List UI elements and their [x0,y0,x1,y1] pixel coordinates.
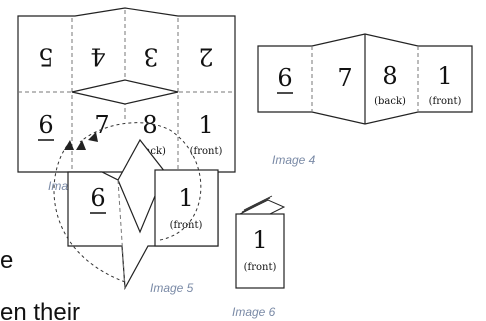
arrowhead-icon [88,132,98,142]
side-text-line-2: en their [0,299,80,321]
image4-page-8: 8 [382,62,397,90]
image3-front-label: (front) [190,146,223,157]
image6-front-label: (front) [244,262,277,273]
image3-bottom-page-1: 1 [198,111,213,139]
image3-top-page: 3 [143,43,158,71]
image3-top-page: 2 [198,43,213,71]
image6-page-edge [243,195,273,211]
arrow-arc-right [79,122,202,241]
image6-page-1: 1 [252,226,267,254]
image3-top-page: 4 [90,43,105,71]
image4-page-7: 7 [337,64,352,92]
image3-bottom-page-6: 6 [38,111,53,139]
image4-page-6: 6 [277,64,292,92]
image6-cover [235,213,285,289]
image4-sheet: 6 7 8 (back) 1 (front) Image 4 [257,33,473,167]
image6-caption: Image 6 [232,305,276,319]
image4-front-label: (front) [429,96,462,107]
image5-front-panel [154,169,219,247]
image3-bottom-page-8: 8 [142,111,157,139]
fold-arrows [53,122,202,283]
image3-top-page: 5 [38,43,53,71]
side-text-line-1: e [0,247,13,274]
image5-caption: Image 5 [150,281,194,295]
image3-back-label: (back) [134,146,166,157]
arrowhead-icon [76,140,86,150]
arrowhead-icon [64,140,74,150]
image4-page-1: 1 [437,62,452,90]
image6-page-edge [241,197,271,213]
image5-page-6: 6 [90,184,105,212]
image5-page-1: 1 [178,184,193,212]
image5-sheet: 6 1 (front) Image 5 [67,138,219,295]
image3-center-slit [71,79,179,105]
arrow-arc-left [53,141,126,283]
image4-back-label: (back) [374,96,406,107]
image6-booklet: 1 (front) Image 6 [232,195,286,319]
image4-caption: Image 4 [272,153,316,167]
image3-bottom-page-7: 7 [94,111,109,139]
